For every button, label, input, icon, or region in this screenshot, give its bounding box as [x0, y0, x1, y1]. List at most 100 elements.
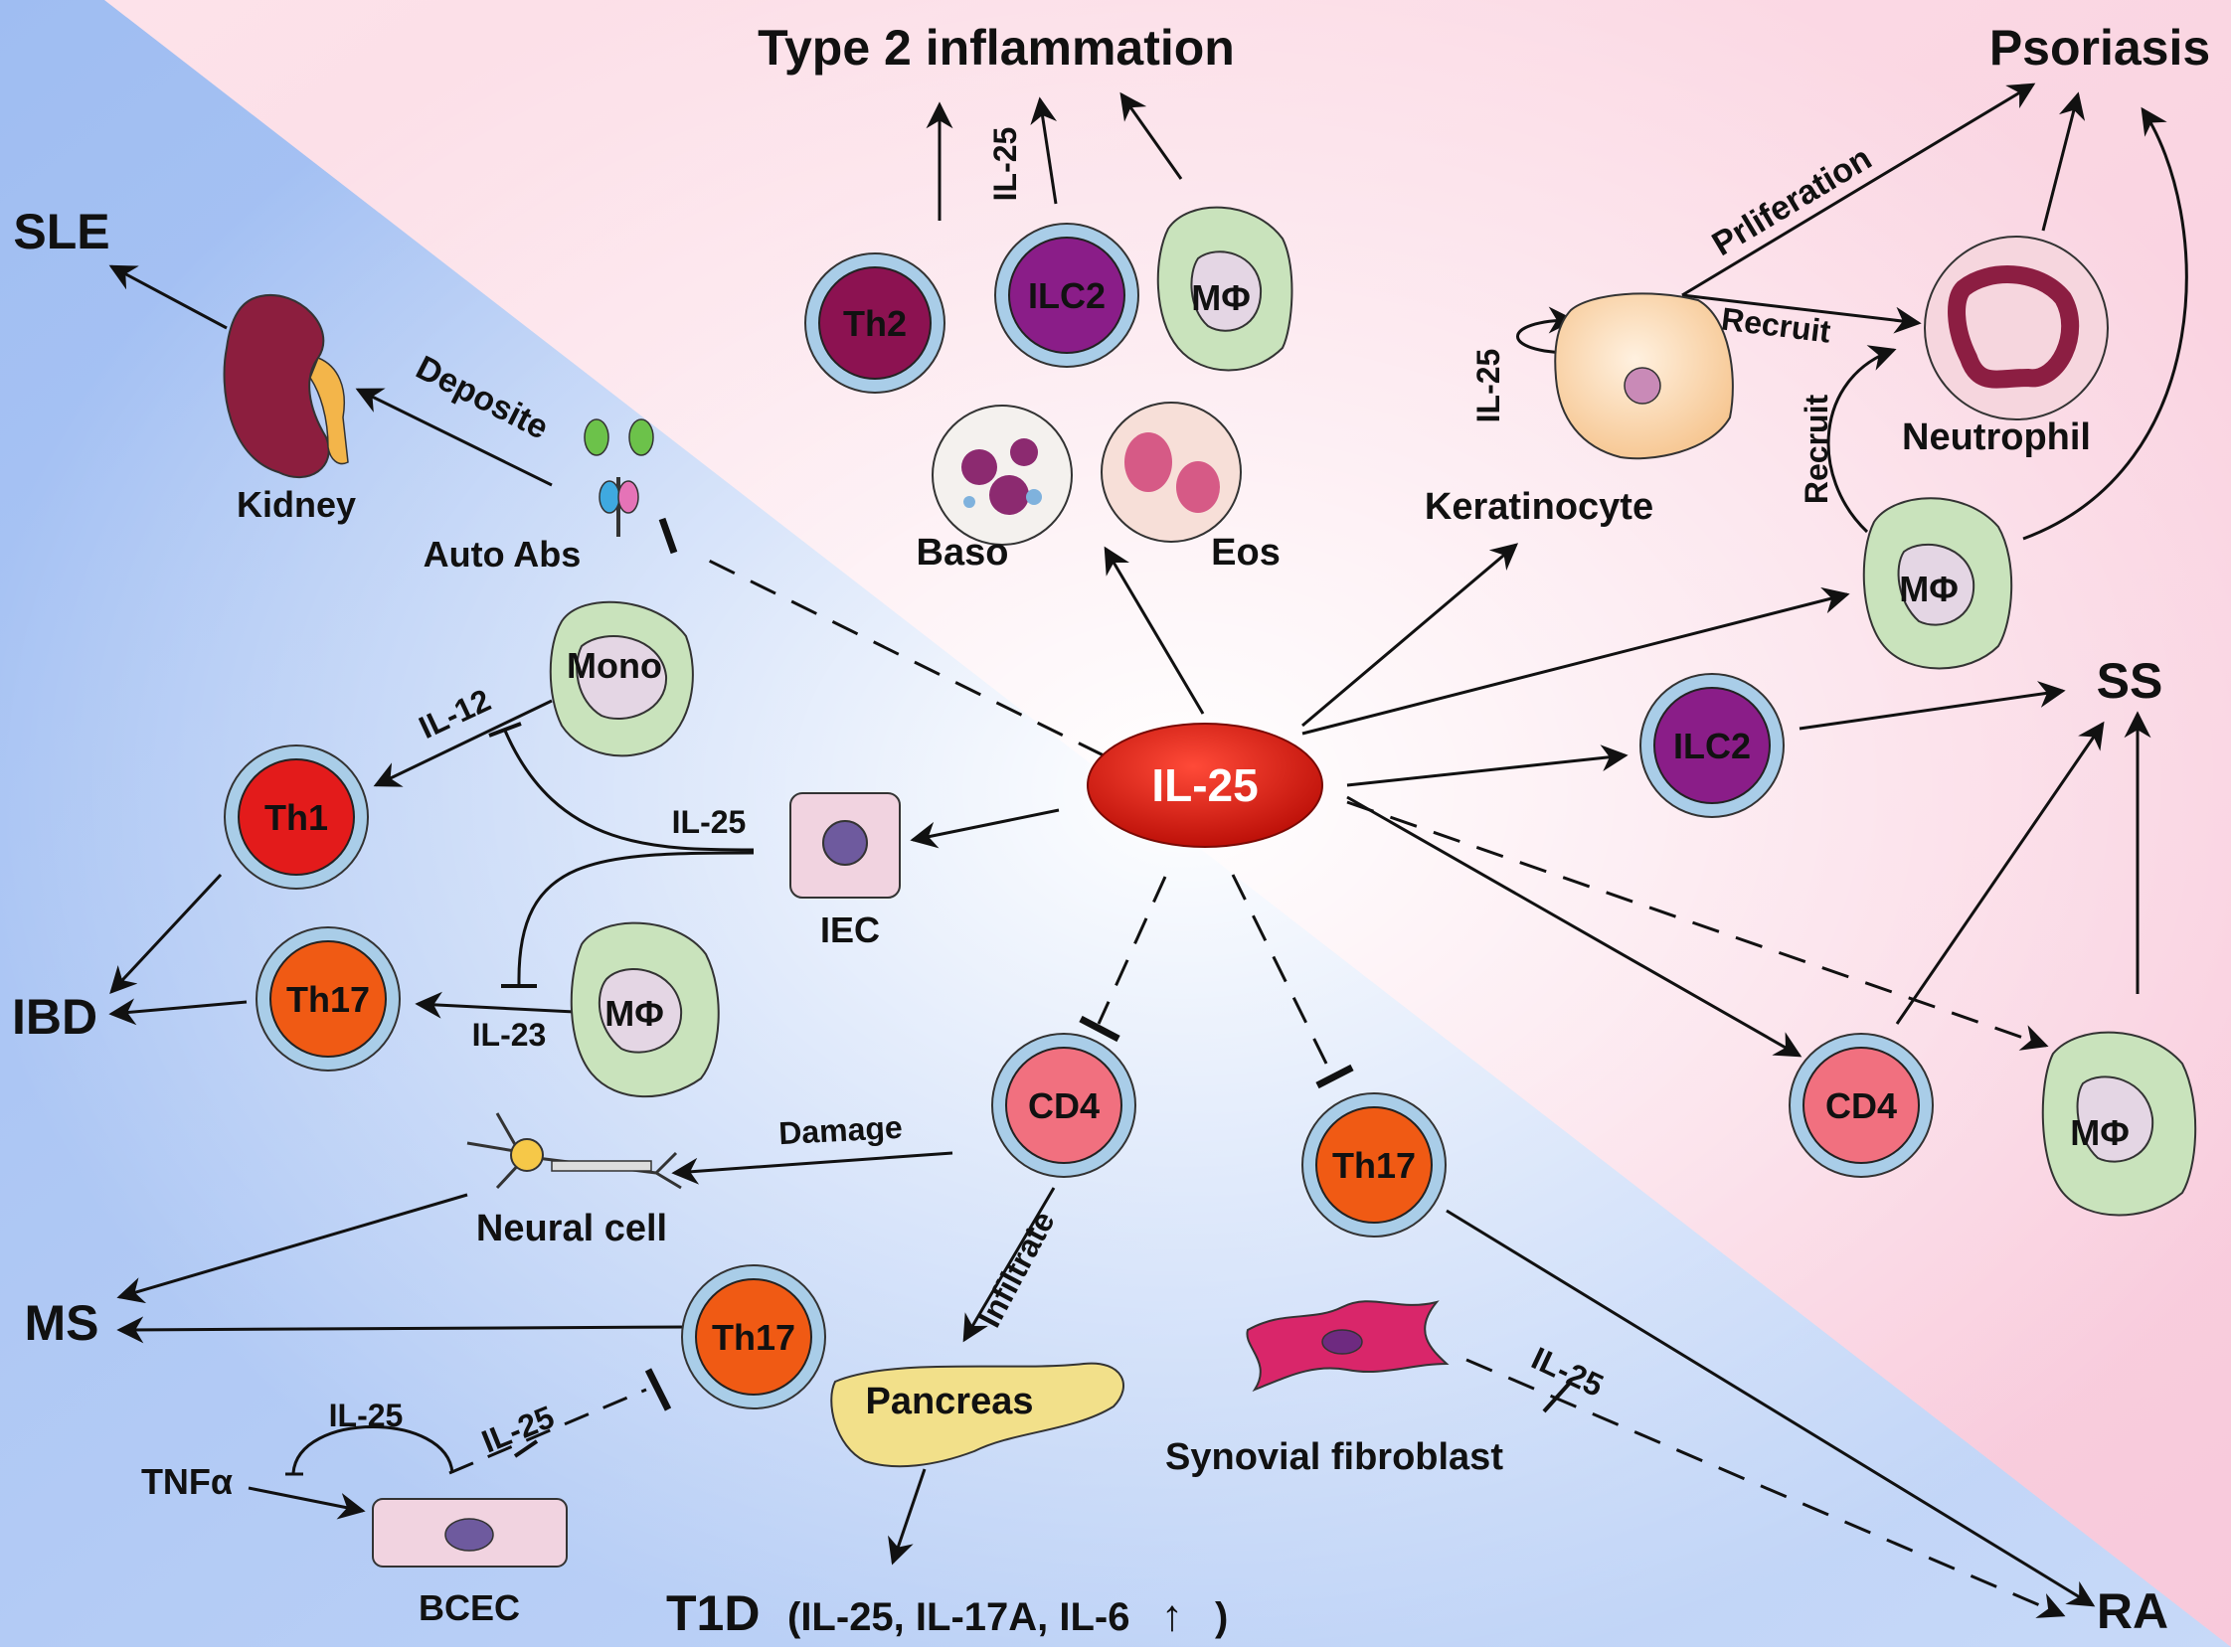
arrow-kidney-to-sle [108, 264, 228, 330]
mphi-top-label: MΦ [1191, 277, 1251, 318]
cd4-right-label: CD4 [1825, 1085, 1897, 1126]
edge-il25-bcec-loop: IL-25 [329, 1398, 404, 1433]
inhibit-iec-to-mphi [517, 851, 755, 985]
macrophage-top-cell: MΦ [1156, 206, 1293, 372]
monocyte-cell: Mono [549, 600, 694, 757]
edge-il23: IL-23 [472, 1017, 547, 1053]
inhibit-th17-ms [644, 1368, 672, 1411]
neural-cell-label: Neural cell [476, 1208, 667, 1249]
cd4-right-cell: CD4 [1789, 1033, 1934, 1178]
auto-abs-label: Auto Abs [424, 534, 582, 575]
th2-label: Th2 [843, 303, 907, 344]
macrophage-right-cell: MΦ [1862, 497, 2013, 670]
loop-il25-keratinocyte [1516, 306, 1576, 355]
dashed-il25-to-cd4 [1097, 876, 1167, 1025]
mphi-right-label: MΦ [1899, 569, 1959, 609]
arrow-mphi-psoriasis [2022, 106, 2188, 541]
th17-bottom-label: Th17 [1332, 1145, 1416, 1186]
ilc2-right-label: ILC2 [1673, 726, 1751, 766]
disease-psoriasis: Psoriasis [1989, 20, 2210, 76]
th17-ms-label: Th17 [712, 1317, 795, 1358]
arrow-ilc2-to-ss [1799, 681, 2066, 731]
synovial-fibroblast-cell: Synovial fibroblast [1165, 1300, 1503, 1478]
macrophage-bottom-right-cell: MΦ [2041, 1031, 2197, 1217]
arrow-th17-to-ibd [108, 998, 248, 1026]
arrow-mphi-recruit-neutrophil [1826, 345, 1897, 534]
pancreas-organ: Pancreas [830, 1362, 1124, 1468]
disease-t1d: T1D [666, 1585, 760, 1641]
th17-left-cell: Th17 [256, 926, 401, 1072]
keratinocyte-label: Keratinocyte [1425, 486, 1653, 528]
macrophage-left-cell: MΦ [570, 921, 720, 1098]
ilc2-top-cell: ILC2 [994, 223, 1139, 368]
ilc2-right-cell: ILC2 [1639, 673, 1785, 818]
bcec-cell: BCEC [372, 1498, 568, 1628]
arrow-il25-to-iec [910, 808, 1060, 849]
arrow-cd4-to-ss [1895, 721, 2105, 1025]
auto-antibody: Auto Abs [424, 418, 654, 575]
th2-cell: Th2 [804, 252, 945, 394]
disease-t1d-arrow: ↑ [1161, 1591, 1183, 1640]
arrow-mono-to-th1 [373, 699, 553, 787]
arrow-th1-to-ibd [109, 873, 223, 994]
tnfa-label: TNFα [141, 1461, 233, 1502]
disease-ibd: IBD [12, 989, 97, 1045]
arrow-tnfa-to-bcec [248, 1486, 366, 1520]
arrow-proliferation [1681, 83, 2036, 297]
arrow-ilc2-up [1030, 96, 1058, 205]
eos-label: Eos [1211, 532, 1281, 574]
edge-il25-ilc2: IL-25 [987, 127, 1023, 202]
neutrophil-label: Neutrophil [1902, 416, 2091, 458]
disease-t1d-group: T1D (IL-25, IL-17A, IL-6 ↑ ) [666, 1585, 1228, 1641]
arrow-neutrophil-psoriasis [2041, 91, 2086, 232]
inhibit-ra-il25 [1542, 1380, 1573, 1413]
inhibit-autoabs [658, 517, 678, 555]
th1-cell: Th1 [224, 744, 369, 890]
dashed-il25-to-th17 [1231, 874, 1334, 1076]
iec-label: IEC [820, 909, 880, 950]
mphi-left-label: MΦ [604, 993, 664, 1034]
disease-type2-inflammation: Type 2 inflammation [758, 20, 1235, 76]
neutrophil-cell: Neutrophil [1902, 236, 2109, 458]
disease-ss: SS [2097, 653, 2163, 709]
synovial-fibroblast-label: Synovial fibroblast [1165, 1436, 1503, 1478]
il25-center-node: IL-25 [1087, 723, 1323, 848]
arrow-il25-to-cd4-right [1346, 795, 1802, 1058]
disease-ms: MS [25, 1295, 99, 1351]
pancreas-label: Pancreas [865, 1381, 1033, 1422]
ilc2-top-label: ILC2 [1028, 275, 1106, 316]
edge-damage: Damage [777, 1109, 903, 1151]
th1-label: Th1 [264, 797, 328, 838]
arrow-mphi-up [1119, 91, 1183, 180]
dashed-il25-to-autoabs [700, 555, 1105, 757]
inhibit-mono-bar [488, 722, 522, 738]
arrow-autoabs-to-kidney [355, 388, 553, 487]
arrow-pancreas-to-t1d [888, 1468, 927, 1566]
dashed-il25-to-mphi-br [1346, 800, 2049, 1051]
mphi-bottom-right-label: MΦ [2070, 1112, 2130, 1153]
inhibit-th17 [1315, 1064, 1354, 1089]
arrow-neural-to-ms [116, 1193, 468, 1304]
keratinocyte-cell: Keratinocyte [1425, 292, 1734, 528]
cd4-bottom-label: CD4 [1028, 1085, 1100, 1126]
bcec-label: BCEC [419, 1587, 520, 1628]
arrow-recruit-neutrophil [1681, 293, 1922, 334]
cd4-bottom-cell: CD4 [991, 1033, 1136, 1178]
arrow-mphi-to-th17 [415, 991, 576, 1019]
disease-sle: SLE [13, 204, 109, 259]
th17-bottom-cell: Th17 [1301, 1092, 1447, 1238]
edge-il25-keratinocyte: IL-25 [1470, 349, 1506, 423]
th17-left-label: Th17 [286, 979, 370, 1020]
dashed-fibroblast-to-ra [1465, 1358, 2066, 1618]
inhibit-cd4 [1079, 1015, 1120, 1043]
arrow-cd4-to-pancreas [962, 1187, 1056, 1343]
eosinophil-cell: Eos [1101, 402, 1281, 574]
mono-label: Mono [567, 645, 662, 686]
th17-ms-cell: Th17 [681, 1264, 826, 1409]
disease-t1d-close: ) [1215, 1595, 1228, 1639]
dashed-bcec-to-th17 [448, 1388, 647, 1475]
arrow-th17-to-ms [116, 1316, 687, 1344]
arrow-th17-to-ra [1446, 1209, 2096, 1607]
